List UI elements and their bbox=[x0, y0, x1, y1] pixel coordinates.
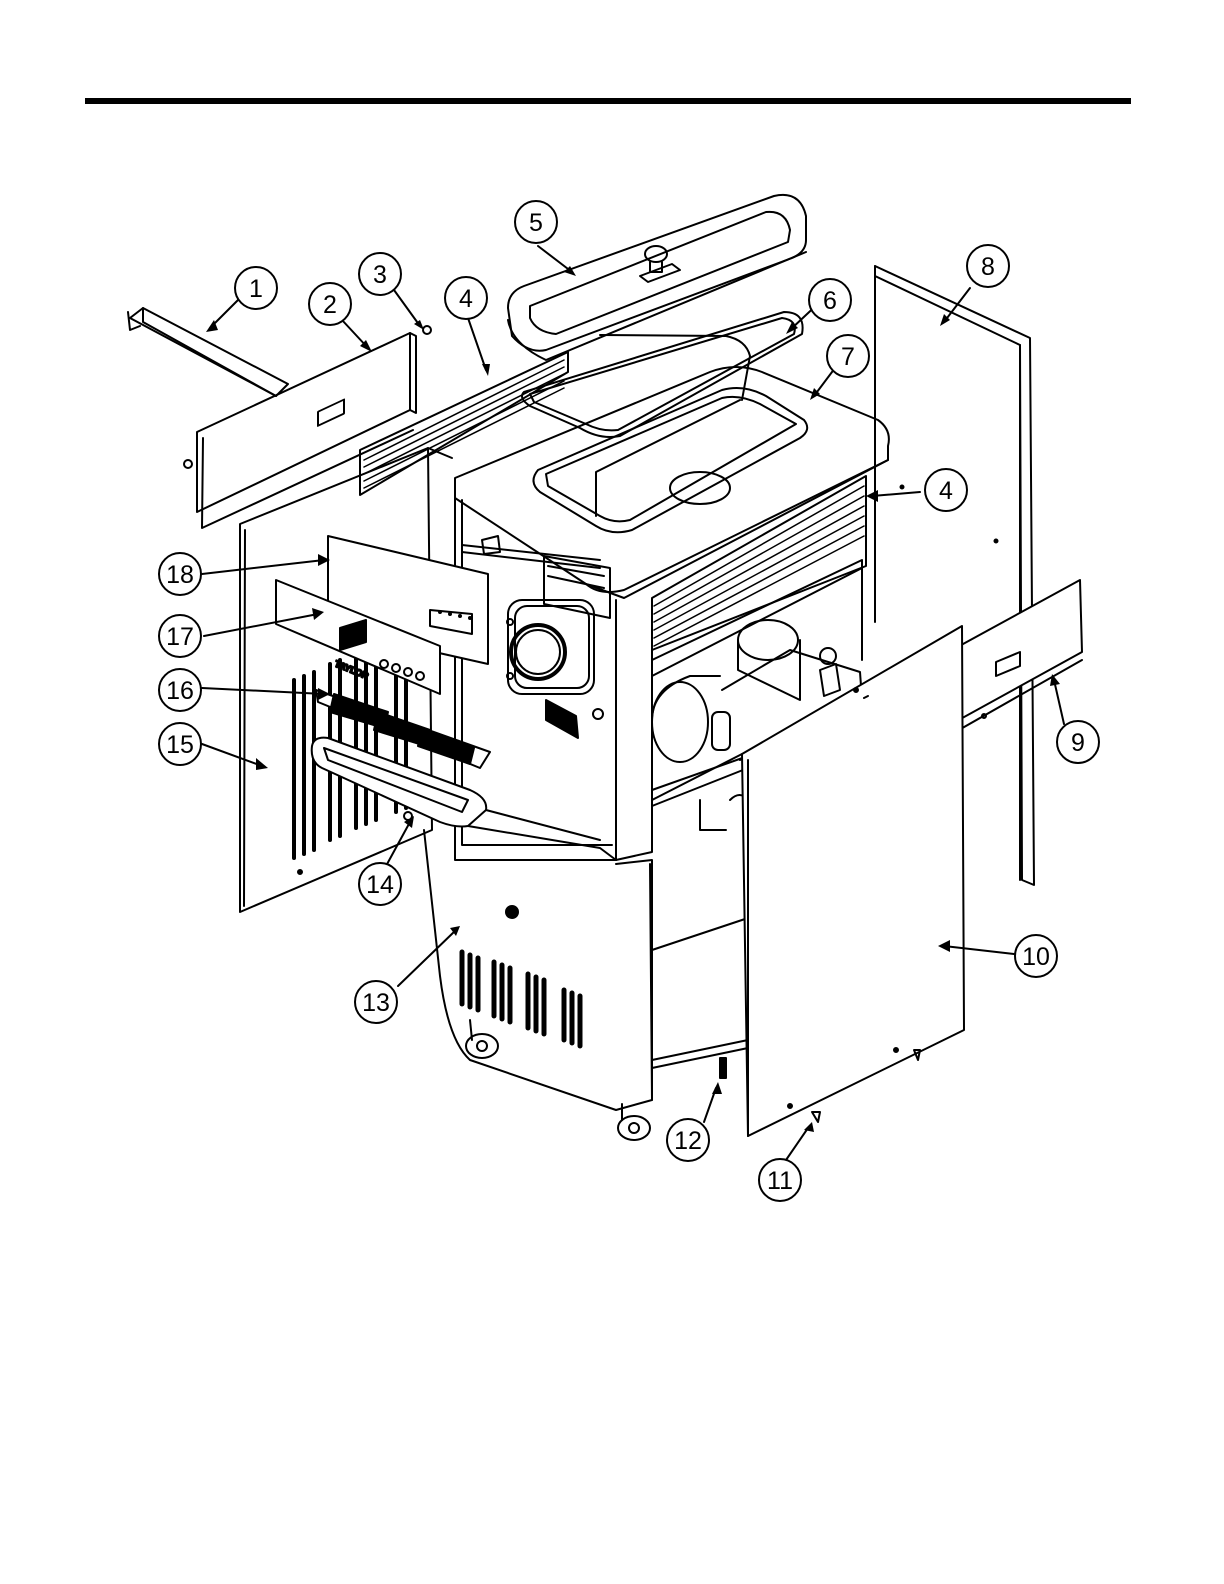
svg-text:12: 12 bbox=[674, 1127, 702, 1155]
svg-text:17: 17 bbox=[166, 623, 194, 651]
svg-text:6: 6 bbox=[823, 287, 837, 315]
callout-6: 6 bbox=[809, 279, 851, 321]
svg-text:13: 13 bbox=[362, 989, 390, 1017]
svg-text:3: 3 bbox=[373, 261, 387, 289]
svg-text:8: 8 bbox=[981, 253, 995, 281]
callout-7: 7 bbox=[827, 335, 869, 377]
svg-text:15: 15 bbox=[166, 731, 194, 759]
svg-text:1: 1 bbox=[249, 275, 263, 303]
callout-8: 8 bbox=[967, 245, 1009, 287]
svg-text:14: 14 bbox=[366, 871, 394, 899]
callout-4-right: 4 bbox=[925, 469, 967, 511]
callout-4-top: 4 bbox=[445, 277, 487, 319]
svg-text:11: 11 bbox=[767, 1167, 793, 1195]
callout-16: 16 bbox=[159, 669, 201, 711]
svg-text:4: 4 bbox=[939, 477, 953, 505]
callout-2: 2 bbox=[309, 283, 351, 325]
callout-14: 14 bbox=[359, 863, 401, 905]
svg-text:10: 10 bbox=[1022, 943, 1050, 971]
callout-11: 11 bbox=[759, 1159, 801, 1201]
callout-12: 12 bbox=[667, 1119, 709, 1161]
callout-3: 3 bbox=[359, 253, 401, 295]
svg-text:9: 9 bbox=[1071, 729, 1085, 757]
callout-1: 1 bbox=[235, 267, 277, 309]
part-10-front-panel bbox=[652, 626, 964, 1136]
callout-13: 13 bbox=[355, 981, 397, 1023]
callout-5: 5 bbox=[515, 201, 557, 243]
callout-10: 10 bbox=[1015, 935, 1057, 977]
callout-9: 9 bbox=[1057, 721, 1099, 763]
svg-text:2: 2 bbox=[323, 291, 337, 319]
callout-17: 17 bbox=[159, 615, 201, 657]
callout-18: 18 bbox=[159, 553, 201, 595]
svg-text:7: 7 bbox=[841, 343, 855, 371]
part-1-bracket bbox=[128, 308, 288, 396]
svg-text:5: 5 bbox=[529, 209, 543, 237]
part-13-lower-base bbox=[424, 830, 748, 1140]
svg-text:4: 4 bbox=[459, 285, 473, 313]
callout-15: 15 bbox=[159, 723, 201, 765]
svg-text:16: 16 bbox=[166, 677, 194, 705]
svg-text:18: 18 bbox=[166, 561, 194, 589]
